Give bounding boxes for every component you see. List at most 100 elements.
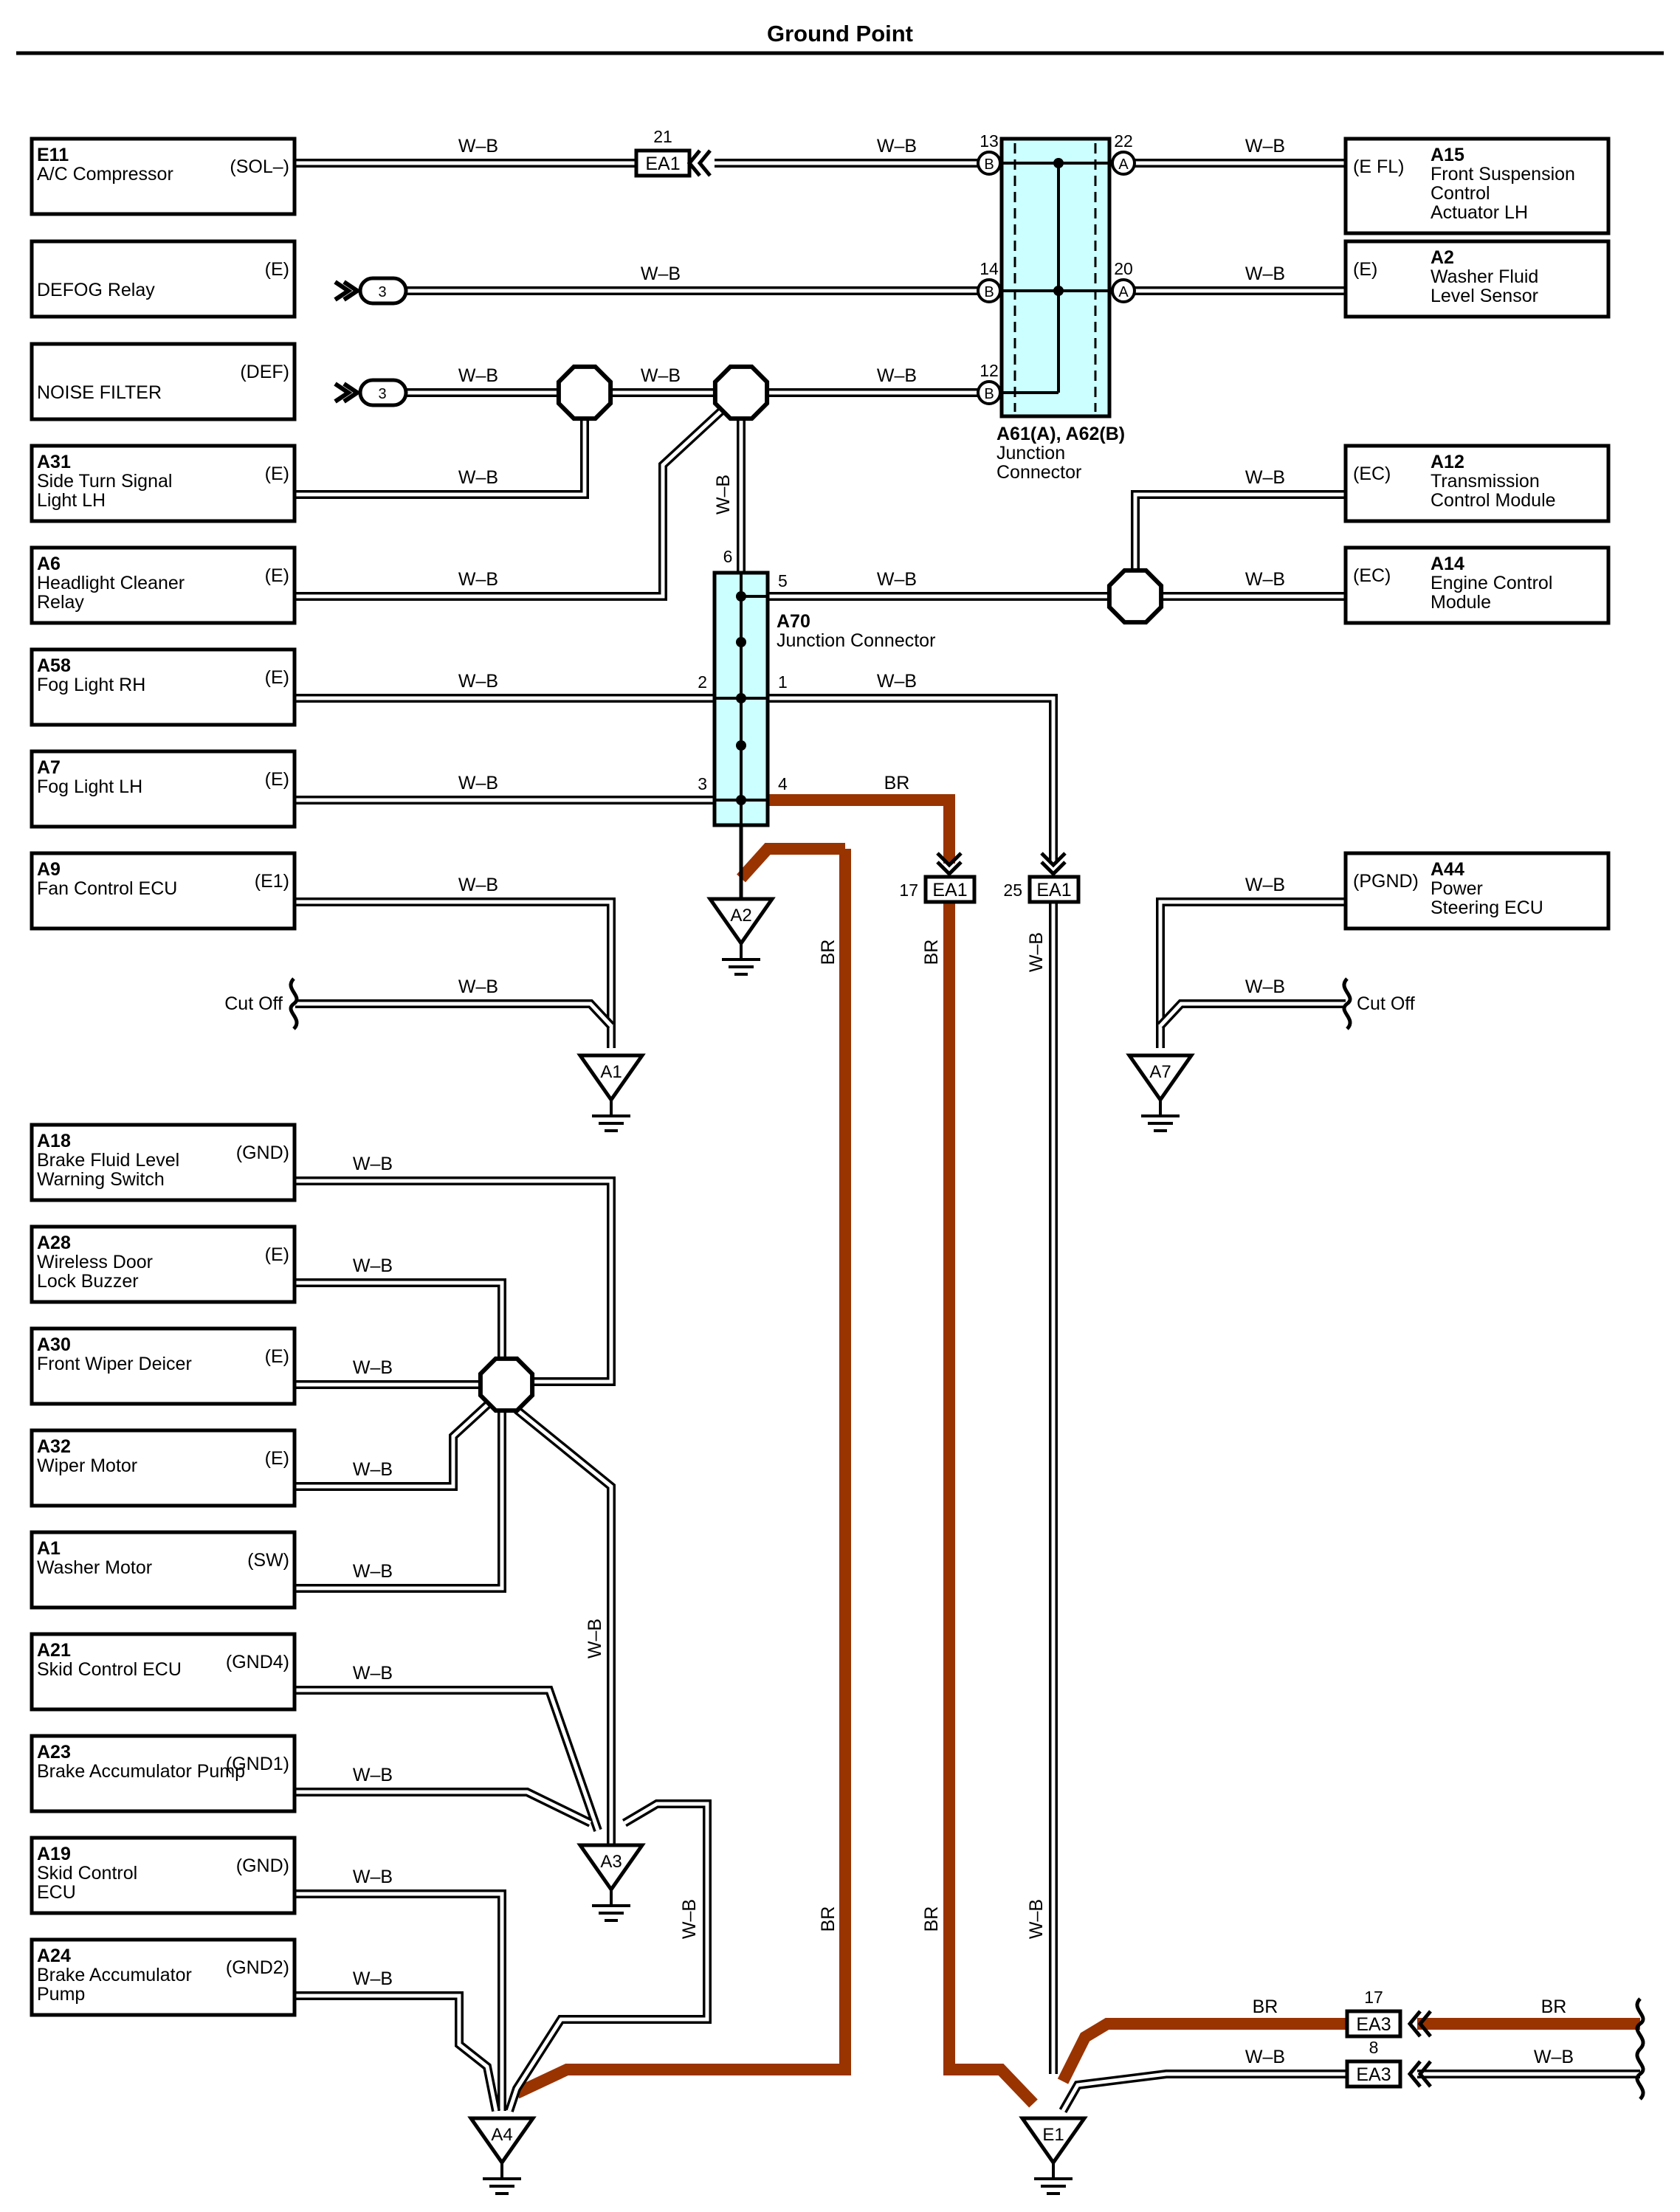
component-box (30, 1530, 297, 1610)
wire-wb-core (295, 1281, 504, 1358)
wire-label-wb: W–B (1245, 263, 1285, 284)
cut-off-mark (289, 977, 299, 1030)
wire-label-wb: W–B (641, 263, 681, 284)
component-id: A2 (1431, 247, 1454, 268)
junction-id: A61(A), A62(B) (996, 424, 1125, 444)
component-box (1343, 851, 1611, 931)
junction-pin-circle (1111, 278, 1136, 303)
wire-label-br: BR (818, 940, 839, 965)
junction-pin-number: 20 (1114, 259, 1133, 278)
component-terminal: (GND) (236, 1856, 289, 1876)
connector-ea1: EA1 (1027, 875, 1081, 904)
component-id: A7 (37, 757, 61, 778)
component-name: NOISE FILTER (37, 382, 162, 403)
inline-connector (358, 378, 408, 407)
wire-label-wb: W–B (877, 569, 917, 590)
component-terminal: (DEF) (240, 362, 289, 382)
connector-pin: 21 (653, 127, 672, 146)
wire-wb-outline (295, 999, 615, 1030)
component-name: Side Turn Signal (37, 471, 172, 492)
component-box (30, 851, 297, 931)
component-name: Module (1431, 592, 1491, 613)
component-terminal: (GND) (236, 1143, 289, 1163)
wire-label-wb: W–B (353, 1867, 393, 1887)
component-id: A21 (37, 1640, 71, 1661)
connector-ea3: EA3 (1345, 2009, 1402, 2039)
junction-dot (736, 637, 746, 647)
ground-triangle (467, 2116, 537, 2166)
splice-node (556, 364, 613, 421)
wb-wires (295, 159, 1640, 2113)
component-name: Fog Light LH (37, 776, 142, 797)
component-terminal: (E FL) (1353, 156, 1404, 177)
wire-label-br: BR (1541, 1996, 1567, 2017)
ground-a3: A3 (576, 1843, 646, 1922)
wire-label-wb: W–B (458, 773, 498, 793)
component-name: Wireless Door (37, 1252, 153, 1272)
component-id: A23 (37, 1742, 71, 1763)
connector-pin: 17 (899, 881, 918, 900)
component-id: A32 (37, 1436, 71, 1457)
ground-triangle (576, 1053, 646, 1103)
connector-box (1345, 2009, 1402, 2039)
wire-wb-outline (768, 694, 1058, 864)
junction-pin-number: 5 (778, 571, 788, 590)
junction-dot (1053, 158, 1064, 168)
component-terminal: (E) (265, 1244, 289, 1265)
component-box (1343, 545, 1611, 625)
component-box (30, 1224, 297, 1304)
wire-label-wb: W–B (679, 1899, 700, 1939)
connector-pin: 25 (1003, 881, 1022, 900)
junction-pin-circle (977, 151, 1002, 176)
component-terminal: (GND4) (226, 1652, 289, 1672)
junction-pin-letter: B (984, 284, 994, 300)
ground-label: A2 (730, 906, 751, 926)
connector-pin: 17 (1364, 1988, 1383, 2007)
component-terminal: (E) (265, 464, 289, 484)
component-id: A30 (37, 1334, 71, 1355)
wire-wb-core (1133, 492, 1346, 596)
component-name: Brake Fluid Level (37, 1150, 179, 1171)
ground-e1: E1 (1019, 2116, 1088, 2195)
connector-arrow (1407, 2060, 1432, 2088)
connector-arrow (334, 382, 362, 404)
wire-wb-outline (295, 1410, 506, 1593)
wire-label-wb: W–B (353, 1459, 393, 1480)
connector-label: EA3 (1356, 2064, 1391, 2085)
junction-pin-number: 3 (698, 774, 707, 793)
wire-wb-outline (295, 1889, 506, 2111)
component-id: A14 (1431, 554, 1464, 574)
cut-off-mark (1635, 2047, 1645, 2101)
component-box (30, 1326, 297, 1406)
component-terminal: (EC) (1353, 464, 1391, 484)
component-box (30, 137, 297, 216)
junction-pin-circle (977, 278, 1002, 303)
junction-pin-number: 22 (1114, 131, 1133, 151)
component-id: A31 (37, 452, 71, 472)
component-id: A18 (37, 1131, 71, 1151)
junction-pin-number: 1 (778, 672, 788, 692)
component-terminal: (E) (265, 1448, 289, 1469)
wire-wb-core (1159, 1002, 1346, 1027)
component-name: Fog Light RH (37, 675, 145, 695)
cut-off-label: Cut Off (224, 993, 283, 1014)
cut-off-mark (1635, 1997, 1645, 2050)
junction-id: A70 (777, 611, 810, 632)
wire-label-wb: W–B (1245, 875, 1285, 895)
wire-wb-core (295, 1002, 613, 1027)
component-box (1343, 137, 1611, 235)
component-name: Transmission (1431, 471, 1540, 492)
component-id: A1 (37, 1538, 61, 1559)
connector-arrow (334, 280, 362, 302)
component-name: Relay (37, 592, 84, 613)
wire-wb-outline (295, 1991, 500, 2112)
